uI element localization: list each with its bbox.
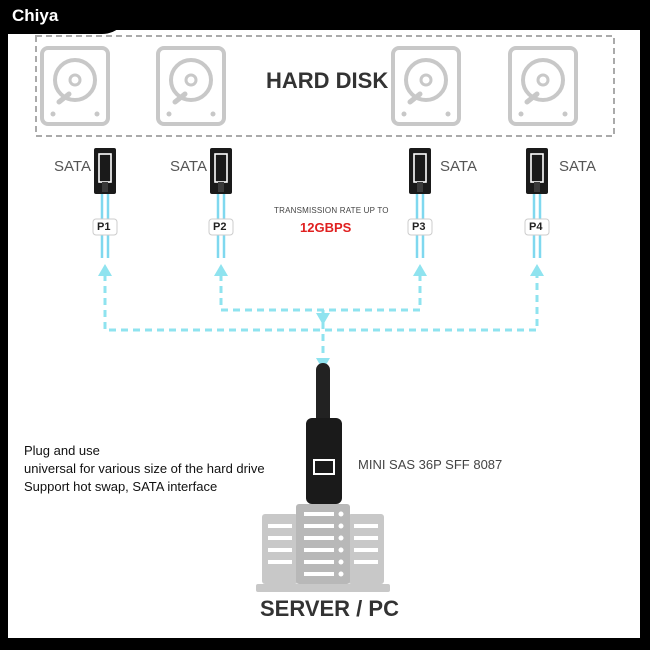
- feature-2: universal for various size of the hard d…: [24, 461, 265, 476]
- sata-cables: [92, 147, 550, 258]
- hard-disk-group-frame: [35, 35, 615, 137]
- server-icon: [256, 504, 390, 592]
- transmission-rate-label: TRANSMISSION RATE UP TO: [274, 206, 389, 215]
- sata-label-2: SATA: [170, 158, 207, 175]
- port-label-p1: P1: [97, 221, 111, 233]
- diagram-canvas: HARD DISK SATA SATA SATA SATA P1 P2 P3 P…: [8, 30, 640, 638]
- port-label-p4: P4: [529, 221, 543, 233]
- arrow-heads: [98, 264, 544, 370]
- server-title: SERVER / PC: [260, 596, 399, 621]
- port-label-p3: P3: [412, 221, 426, 233]
- transmission-rate-value: 12GBPS: [300, 220, 352, 235]
- mini-sas-cable: [306, 363, 342, 504]
- feature-3: Support hot swap, SATA interface: [24, 479, 218, 494]
- hard-disk-icon-3: [393, 48, 459, 124]
- sata-label-1: SATA: [54, 158, 91, 175]
- port-label-p2: P2: [213, 221, 227, 233]
- sata-label-3: SATA: [440, 158, 477, 175]
- brand-logo: Chiya: [0, 0, 130, 34]
- hard-disk-icon-1: [42, 48, 108, 124]
- hard-disk-title: HARD DISK: [266, 68, 389, 93]
- mini-sas-label: MINI SAS 36P SFF 8087: [358, 457, 503, 472]
- diagram-graphics: [35, 35, 615, 592]
- feature-1: Plug and use: [24, 443, 100, 458]
- brand-name: Chiya: [12, 6, 59, 25]
- data-flow-arrows: [103, 274, 539, 360]
- hard-disk-icon-4: [510, 48, 576, 124]
- sata-label-4: SATA: [559, 158, 596, 175]
- hard-disk-icon-2: [158, 48, 224, 124]
